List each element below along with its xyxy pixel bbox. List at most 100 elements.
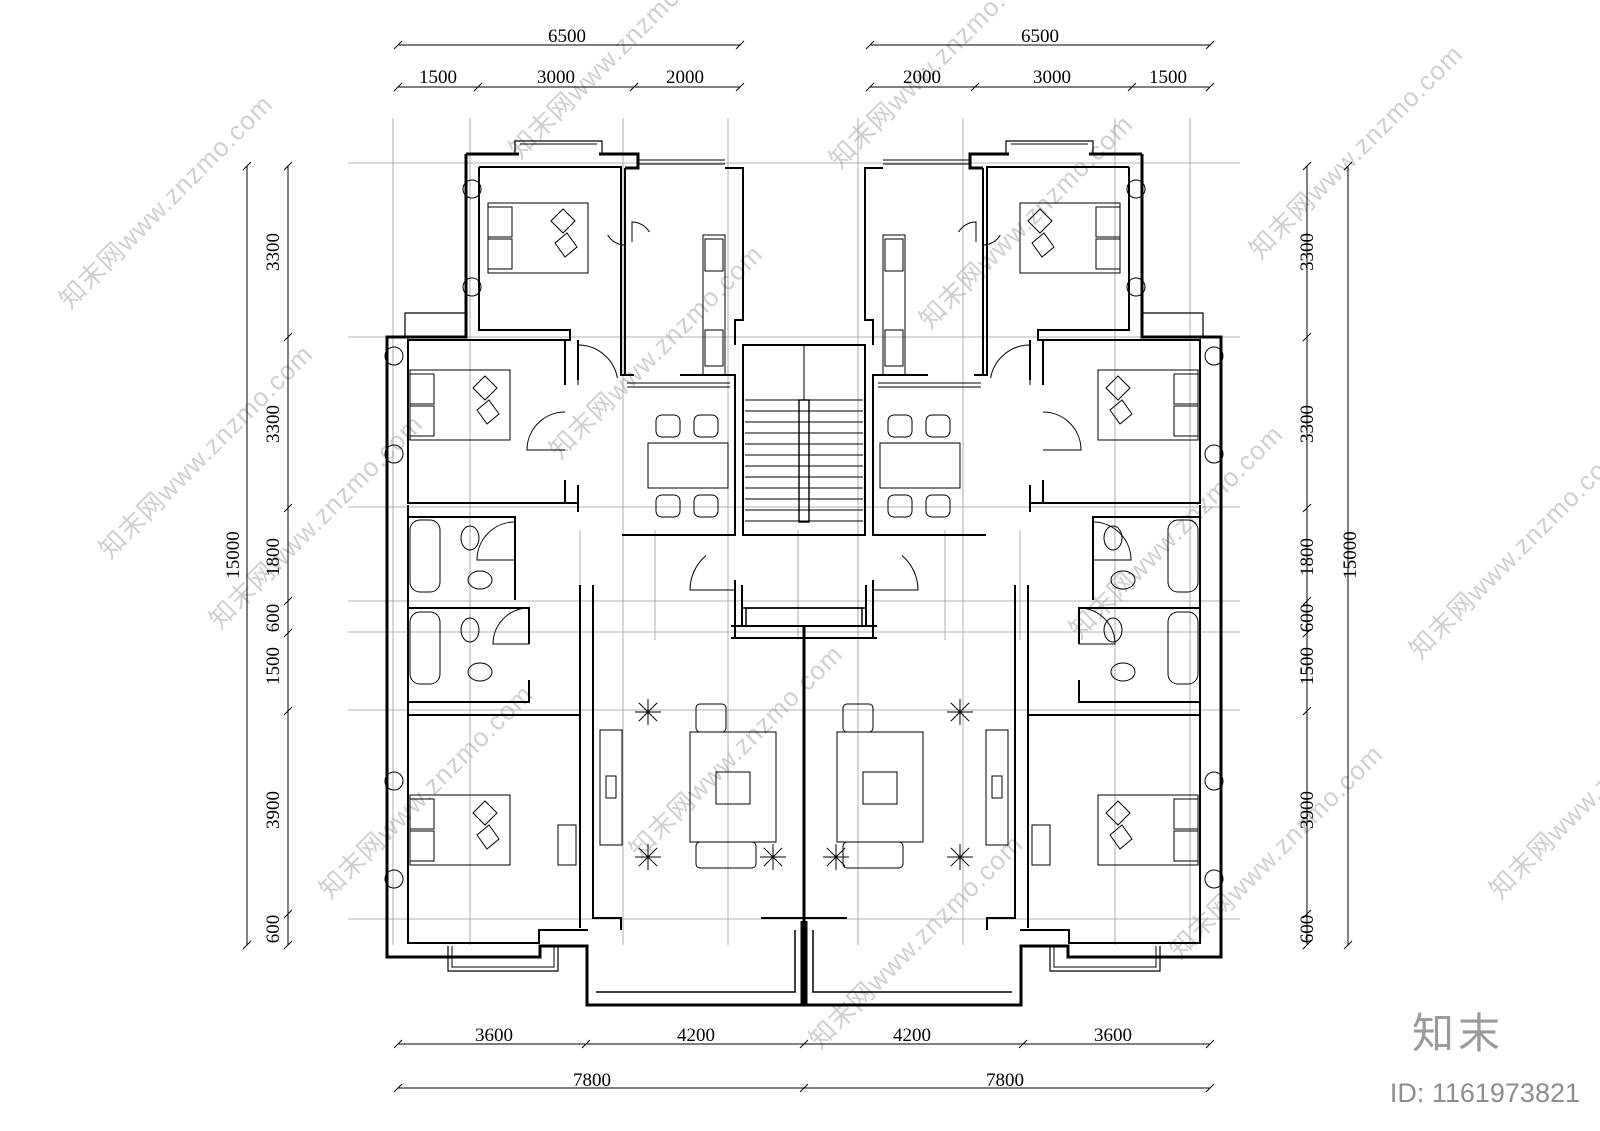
dim-tick (1302, 940, 1312, 950)
plant-leaf (647, 847, 658, 858)
bathroom-fixtures (409, 611, 493, 685)
image-id-label: ID: 1161973821 (1389, 1078, 1580, 1108)
wall (725, 167, 744, 345)
dim-tick (283, 503, 293, 513)
wall (1049, 946, 1161, 972)
sofa (842, 841, 904, 869)
wash-basin (1110, 570, 1136, 590)
dim-tick (1205, 40, 1215, 50)
dim-tick (735, 82, 745, 92)
door-swing (631, 221, 650, 242)
bed (1097, 771, 1224, 889)
door-swing (990, 344, 1031, 385)
plant-leaf (950, 856, 961, 867)
plant-leaf (638, 711, 649, 722)
plant-leaf (763, 856, 774, 867)
cabinet (985, 729, 1009, 846)
wall (1030, 167, 1201, 504)
stove (704, 238, 724, 272)
watermark-text: 知末网www.znzmo.com (1163, 739, 1389, 965)
watermark-text: 知末网www.znzmo.com (1243, 39, 1469, 265)
brand-watermark: 知末 (1411, 1009, 1504, 1058)
toilet (1103, 525, 1123, 551)
dim-tick (799, 1039, 809, 1049)
potted-plant (947, 699, 973, 725)
dim-tick (1302, 503, 1312, 513)
desk (557, 824, 577, 866)
dim-top-seg-l2: 3000 (537, 67, 575, 88)
plant-leaf (647, 856, 658, 867)
furniture (384, 179, 1224, 889)
bed-frame (1097, 369, 1199, 441)
dim-tick (242, 161, 252, 171)
dim-tick (393, 1039, 403, 1049)
bathroom-fixtures (1103, 519, 1199, 593)
bed-cushions (1105, 375, 1133, 425)
nightstand-lamp (384, 771, 404, 791)
wall (1020, 505, 1201, 944)
watermark-text: 知末网www.znzmo.com (203, 409, 429, 635)
dim-tick (1302, 161, 1312, 171)
dining-chair (887, 494, 913, 518)
pillow (1173, 373, 1199, 405)
nightstand-lamp (1204, 771, 1224, 791)
bed-frame (487, 202, 589, 274)
dining-table (647, 414, 729, 518)
wall (451, 946, 555, 968)
dining-chair (925, 494, 951, 518)
watermark-layer: 知末网www.znzmo.com 知末网www.znzmo.com 知末网www.z… (53, 0, 1600, 1054)
door-swing (607, 225, 626, 246)
wall (514, 140, 603, 154)
wall (596, 930, 796, 993)
plant-leaf (835, 847, 846, 858)
dim-left-seg-5: 1500 (263, 647, 284, 685)
plant-leaf (772, 856, 783, 867)
plant-leaf (647, 711, 658, 722)
dim-top-seg-r3: 1500 (1149, 67, 1187, 88)
dim-tick (1302, 628, 1312, 638)
door-swing (492, 607, 530, 645)
bed-frame (409, 794, 511, 866)
dim-tick (1302, 909, 1312, 919)
kitchen-counter (882, 234, 906, 376)
watermark-text: 知末网www.znzmo.com (313, 679, 539, 905)
plant-leaf (647, 702, 658, 713)
dim-tick (735, 40, 745, 50)
dim-left-seg-7: 600 (263, 915, 284, 944)
wall (872, 374, 986, 536)
dim-top-total-right: 6500 (1021, 26, 1059, 47)
dining-chair (887, 414, 913, 438)
bathtub (1167, 519, 1199, 593)
wall (592, 585, 622, 930)
bed (384, 771, 511, 889)
dim-left-seg-1: 3300 (263, 233, 284, 271)
plant-leaf (638, 702, 649, 713)
dining-chair (655, 414, 681, 438)
plant-leaf (950, 702, 961, 713)
television (605, 775, 617, 799)
bathtub (409, 611, 441, 685)
television (991, 775, 1003, 799)
dining-chair (693, 414, 719, 438)
wall (800, 154, 1223, 1007)
wall (968, 152, 1009, 170)
plant-leaf (959, 702, 970, 713)
door-swing (689, 555, 735, 591)
wall (408, 516, 516, 600)
potted-plant (635, 844, 661, 870)
watermark-text: 知末网www.znzmo.com (1063, 419, 1289, 645)
dim-tick (1127, 82, 1137, 92)
dining-chair (925, 414, 951, 438)
dim-tick (581, 1039, 591, 1049)
bed-cushions (550, 208, 578, 258)
dim-bottom-seg-1: 3600 (475, 1025, 513, 1046)
dim-left-seg-2: 3300 (263, 405, 284, 443)
dim-bottom-seg-2: 4200 (677, 1025, 715, 1046)
wall (479, 166, 634, 376)
bed-cushions (1027, 208, 1055, 258)
dim-top-total-left: 6500 (548, 26, 586, 47)
nightstand-lamp (384, 346, 404, 366)
plant-leaf (826, 856, 837, 867)
dimension-lines: 6500 6500 1500 3000 2000 2000 3000 1500 … (223, 26, 1361, 1093)
